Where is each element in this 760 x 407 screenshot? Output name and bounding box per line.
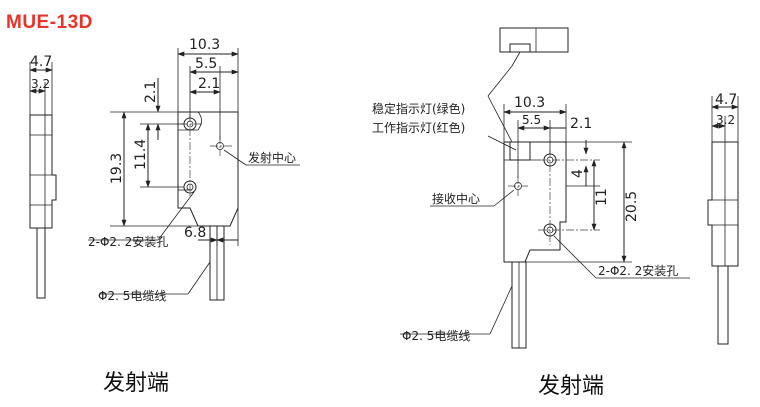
receiver-hole-offset-label: 5.5 xyxy=(522,113,541,127)
emitter-cable-offset-label: 6.8 xyxy=(184,225,206,241)
receiver-stable-led-label: 稳定指示灯(绿色) xyxy=(372,101,465,116)
emitter-caption: 发射端 xyxy=(103,371,169,396)
emitter-cable-label: Φ2. 5电缆线 xyxy=(98,289,166,303)
emitter-center-label: 发射中心 xyxy=(248,150,296,165)
receiver-center-label: 接收中心 xyxy=(432,191,480,206)
receiver-hole-edge-label: 2.1 xyxy=(570,116,592,132)
emitter-hole-edge-label: 2.1 xyxy=(198,76,220,92)
receiver-holes-label: 2-Φ2. 2安装孔 xyxy=(598,263,678,278)
emitter-side-width-label: 4.7 xyxy=(30,54,52,70)
emitter-total-width-label: 10.3 xyxy=(189,37,220,53)
emitter-side-inner-label: 3.2 xyxy=(31,77,50,91)
receiver-side-width-label: 4.7 xyxy=(715,92,737,108)
emitter-hole-pitch-label: 11.4 xyxy=(133,139,149,170)
receiver-hole-pitch-label: 11 xyxy=(594,188,610,206)
receiver-connector xyxy=(499,27,569,67)
receiver-side-inner-label: 3.2 xyxy=(716,113,735,127)
emitter-holes-label: 2-Φ2. 2安装孔 xyxy=(88,234,168,249)
receiver-total-width-label: 10.3 xyxy=(514,95,545,111)
emitter-hole-offset-label: 5.5 xyxy=(195,56,217,72)
model-title: MUE-13D xyxy=(6,12,93,33)
emitter-height-label: 19.3 xyxy=(109,153,125,184)
receiver-front-view: 10.3 5.5 2.1 20.5 11 4 稳定指示灯(绿色) 工作指示灯(红… xyxy=(372,65,690,349)
emitter-top-hole-label: 2.1 xyxy=(143,81,159,103)
emitter-side-view: 4.7 3.2 xyxy=(29,54,57,299)
receiver-top-hole-label: 4 xyxy=(570,169,586,178)
receiver-work-led-label: 工作指示灯(红色) xyxy=(372,120,465,135)
emitter-front-view: 10.3 5.5 2.1 19.3 11.4 2.1 6.8 发射中心 2-Φ2… xyxy=(88,37,300,303)
receiver-cable-label: Φ2. 5电缆线 xyxy=(402,329,470,343)
receiver-side-view: 4.7 3.2 xyxy=(707,92,739,345)
receiver-height-label: 20.5 xyxy=(624,191,640,222)
receiver-caption: 发射端 xyxy=(538,374,604,399)
